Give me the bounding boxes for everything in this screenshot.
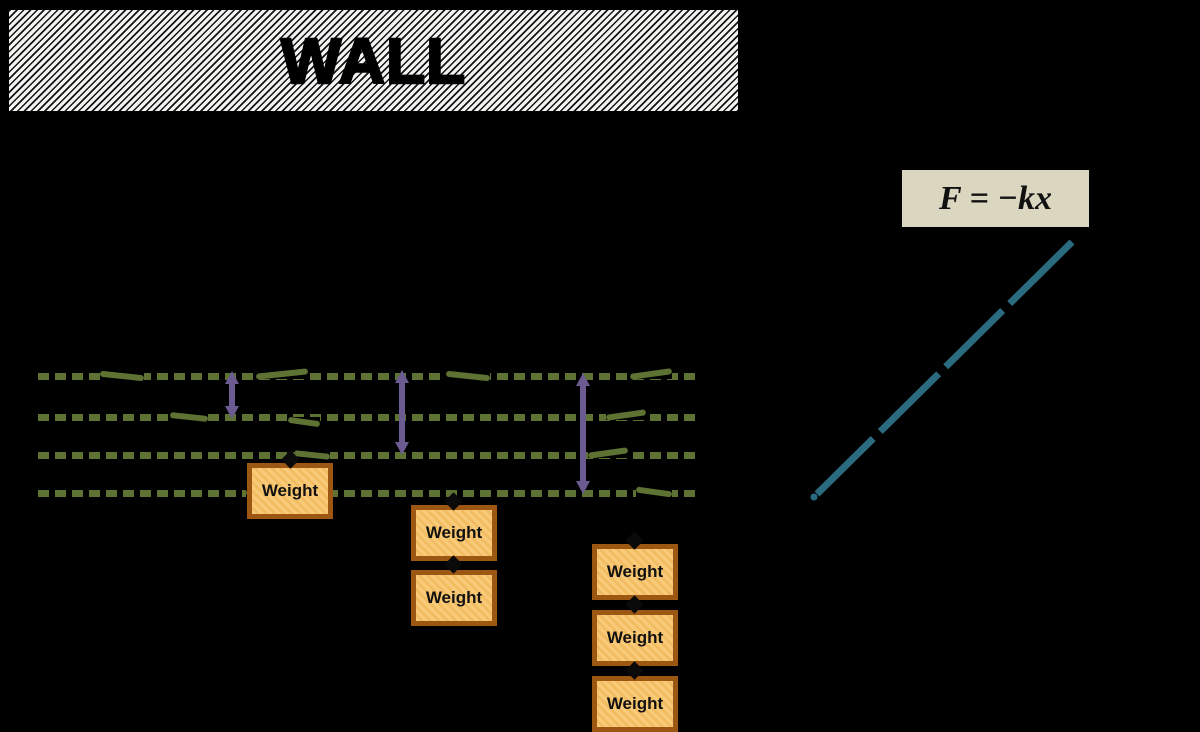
spring-crossing-mark <box>446 371 490 381</box>
spring-crossing-mark <box>256 369 308 379</box>
weight-box-1: Weight <box>247 463 333 519</box>
spring-crossing-mark <box>294 450 330 460</box>
graph-line <box>814 239 1075 497</box>
weight-box-3a: Weight <box>592 544 678 600</box>
displacement-arrow-x3 <box>576 373 590 494</box>
displacement-arrow-x1 <box>225 371 239 419</box>
weight-box-label: Weight <box>606 694 664 713</box>
spring-crossing-mark <box>288 417 320 427</box>
equilibrium-line-3 <box>38 452 698 459</box>
weight-box-label: Weight <box>261 481 319 500</box>
equilibrium-line-2 <box>38 414 698 421</box>
graph-origin-dot <box>810 493 818 501</box>
spring-crossing-mark <box>606 410 646 420</box>
weight-box-2a: Weight <box>411 505 497 561</box>
equilibrium-line-1 <box>38 373 698 380</box>
wall-label: WALL <box>280 24 467 97</box>
spring-crossing-mark <box>170 412 208 422</box>
spring-crossing-mark <box>630 369 672 379</box>
spring-crossing-mark <box>588 448 628 458</box>
weight-box-label: Weight <box>606 562 664 581</box>
weight-box-2b: Weight <box>411 570 497 626</box>
wall: WALL <box>6 7 741 118</box>
weight-box-label: Weight <box>606 628 664 647</box>
spring-crossing-mark <box>636 487 672 497</box>
weight-box-label: Weight <box>425 588 483 607</box>
spring-crossing-mark <box>100 371 144 381</box>
formula-text: F = −kx <box>938 179 1053 217</box>
weight-box-3b: Weight <box>592 610 678 666</box>
weight-box-3c: Weight <box>592 676 678 732</box>
displacement-arrow-x2 <box>395 370 409 455</box>
formula-box: F = −kx <box>902 170 1089 227</box>
weight-box-label: Weight <box>425 523 483 542</box>
equilibrium-line-4 <box>38 490 698 497</box>
force-displacement-graph <box>810 239 1075 501</box>
